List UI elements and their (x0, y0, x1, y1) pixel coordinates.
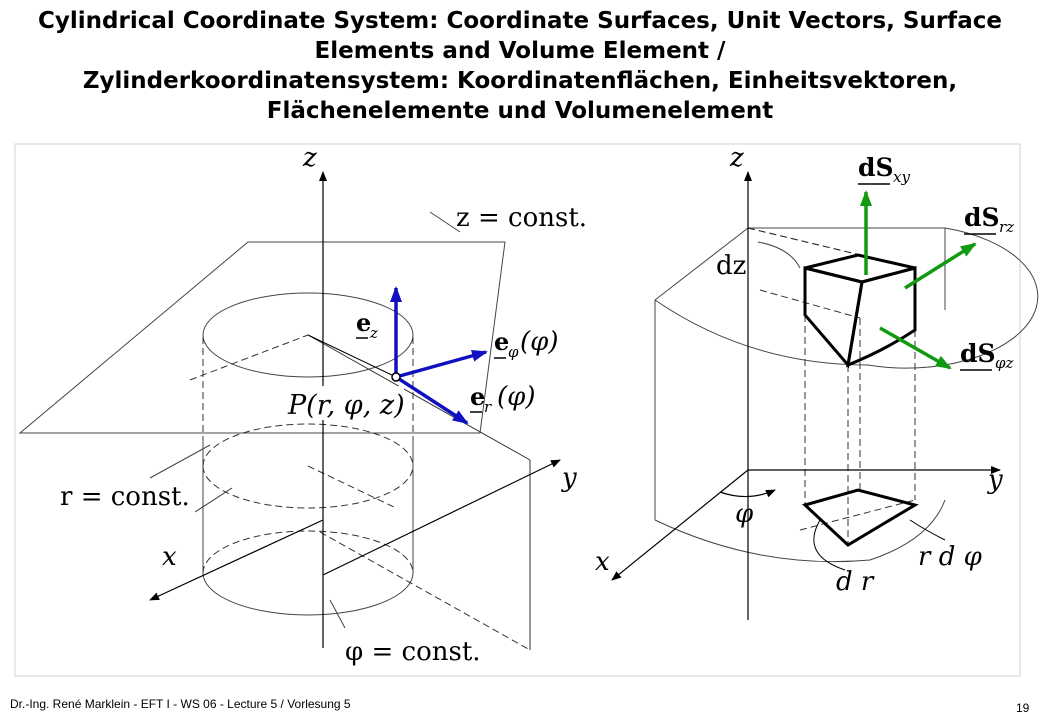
title-line-3: Zylinderkoordinatensystem: Koordinatenfl… (82, 68, 958, 94)
title-line-4: Flächenelemente und Volumenelement (266, 98, 774, 124)
left-x-label: x (162, 542, 177, 572)
left-figure (18, 211, 531, 651)
phi-angle-arc (719, 489, 776, 498)
slide-title: Cylindrical Coordinate System: Coordinat… (0, 6, 1040, 126)
plane-z-const (18, 241, 506, 434)
label-dS-phiz: dS (960, 339, 996, 368)
figure-frame (14, 143, 1021, 677)
leader-rdphi (909, 519, 946, 541)
right-z-label: z (729, 143, 744, 173)
label-z-const: z = const. (456, 203, 587, 233)
left-x-axis (149, 519, 324, 601)
leader-phi-const (329, 599, 346, 629)
vector-dS-rz (904, 242, 977, 290)
label-dS-xy: dS (858, 153, 894, 182)
unit-vector-er (395, 375, 469, 425)
phi-plane-bottom-edge (319, 531, 531, 651)
label-er-arg: (φ) (497, 382, 536, 412)
phi-plane-top-edge (307, 334, 531, 461)
sector-bottom-arc (654, 499, 946, 563)
sector-top-arc (867, 227, 1039, 369)
left-y-axis (322, 459, 561, 576)
label-dS-phiz-sub: φz (995, 354, 1014, 372)
page-number: 19 (1016, 701, 1030, 715)
right-x-axis (611, 469, 749, 581)
label-ephi: e (494, 327, 509, 356)
footer-author: Dr.-Ing. René Marklein - EFT I - WS 06 -… (10, 697, 351, 711)
sector-top-front-arc (654, 299, 869, 366)
right-y-label: y (987, 465, 1003, 495)
label-dS-rz: dS (964, 203, 1000, 232)
cylinder-middle-ellipse-front (202, 465, 414, 509)
right-figure (654, 227, 1039, 563)
title-line-1: Cylindrical Coordinate System: Coordinat… (38, 8, 1002, 34)
right-x-label: x (595, 547, 610, 577)
volume-element (802, 253, 919, 547)
left-z-label: z (302, 143, 317, 173)
volume-element-left-face (803, 266, 864, 369)
title-line-2: Elements and Volume Element / (314, 38, 726, 64)
leader-z-const (429, 211, 461, 233)
cylinder-bottom-ellipse-back (202, 530, 414, 574)
label-dS-xy-sub: xy (893, 168, 910, 186)
label-ephi-sub: φ (508, 343, 519, 361)
left-y-label: y (561, 463, 577, 493)
label-dr: d r (836, 567, 875, 597)
label-phi-angle: φ (735, 499, 754, 529)
cylinder-top-ellipse (202, 292, 414, 378)
label-dz: dz (716, 251, 746, 281)
sector-top-left-edge (654, 227, 749, 301)
volume-element-top-face (804, 253, 916, 284)
unit-vector-ephi (395, 349, 488, 379)
cylinder-bottom-ellipse-front (202, 572, 414, 616)
vector-dS-phiz (879, 326, 952, 370)
label-ez-sub: z (369, 324, 378, 342)
volume-element-right-face (846, 266, 917, 368)
label-er: e (470, 382, 485, 411)
label-er-sub: r (484, 398, 492, 416)
leader-dr (813, 519, 846, 571)
label-ez: e (356, 308, 371, 337)
volume-element-projection (802, 488, 919, 547)
label-dS-rz-sub: rz (999, 218, 1014, 236)
label-ephi-arg: (φ) (520, 327, 559, 357)
label-r-const: r = const. (60, 482, 190, 512)
cylinder-middle-ellipse-back (202, 423, 414, 467)
leader-r-const (149, 444, 211, 479)
point-P (391, 372, 401, 382)
label-phi-const: φ = const. (345, 637, 481, 667)
radius-line (307, 334, 397, 378)
label-point-P: P(r, φ, z) (287, 390, 405, 421)
label-rdphi: r d φ (918, 542, 983, 572)
